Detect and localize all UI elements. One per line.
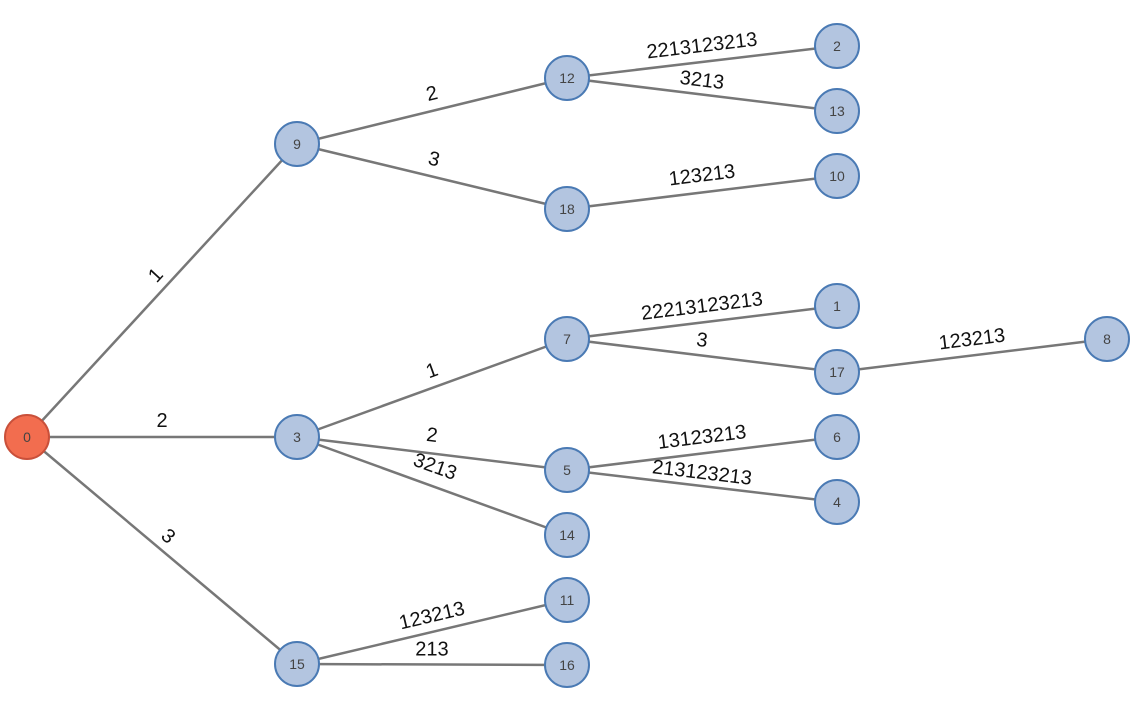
edge-label-0-9: 1: [144, 264, 168, 287]
edge-label-18-10: 123213: [668, 161, 737, 191]
node-17[interactable]: 17: [814, 349, 860, 395]
edge-12-2: [566, 44, 838, 80]
edge-label-0-3: 2: [156, 410, 167, 432]
node-label: 14: [559, 527, 575, 543]
node-label: 5: [563, 462, 571, 478]
node-label: 0: [23, 429, 31, 445]
node-label: 9: [293, 136, 301, 152]
node-label: 6: [833, 429, 841, 445]
edge-15-11: [296, 598, 568, 666]
edge-18-10: [566, 174, 838, 211]
edge-3-5: [296, 435, 568, 472]
node-2[interactable]: 2: [814, 23, 860, 69]
node-circle[interactable]: [814, 414, 860, 460]
node-label: 13: [829, 103, 845, 119]
node-circle[interactable]: [544, 512, 590, 558]
node-16[interactable]: 16: [544, 642, 590, 688]
node-label: 3: [293, 429, 301, 445]
node-label: 2: [833, 38, 841, 54]
edge-9-18: [296, 142, 568, 211]
node-label: 16: [559, 657, 575, 673]
node-circle[interactable]: [814, 23, 860, 69]
edge-label-9-12: 2: [424, 82, 440, 106]
node-13[interactable]: 13: [814, 88, 860, 134]
edge-label-15-16: 213: [415, 638, 448, 660]
edge-label-7-17: 3: [695, 329, 709, 352]
node-label: 15: [289, 656, 305, 672]
node-14[interactable]: 14: [544, 512, 590, 558]
edge-3-14: [296, 435, 568, 537]
node-9[interactable]: 9: [274, 121, 320, 167]
node-circle[interactable]: [814, 479, 860, 525]
node-label: 18: [559, 201, 575, 217]
edge-label-9-18: 3: [426, 148, 442, 172]
edge-label-7-1: 22213123213: [640, 288, 764, 325]
node-12[interactable]: 12: [544, 55, 590, 101]
node-18[interactable]: 18: [544, 186, 590, 232]
node-label: 4: [833, 494, 841, 510]
node-circle[interactable]: [274, 121, 320, 167]
node-circle[interactable]: [814, 153, 860, 199]
node-circle[interactable]: [274, 414, 320, 460]
node-5[interactable]: 5: [544, 447, 590, 493]
edge-12-13: [566, 76, 838, 113]
edge-label-3-5: 2: [425, 424, 439, 447]
node-circle[interactable]: [544, 447, 590, 493]
node-label: 1: [833, 298, 841, 314]
edge-5-6: [566, 435, 838, 472]
edge-label-15-11: 123213: [397, 598, 467, 635]
edge-0-15: [26, 436, 298, 665]
edge-15-16: [296, 662, 568, 667]
edge-label-layer: 1232322131232133213123213123213222131232…: [144, 29, 1006, 661]
node-circle[interactable]: [1084, 316, 1130, 362]
node-label: 12: [559, 70, 575, 86]
edge-7-1: [566, 304, 838, 341]
node-10[interactable]: 10: [814, 153, 860, 199]
node-label: 10: [829, 168, 845, 184]
node-15[interactable]: 15: [274, 641, 320, 687]
node-circle[interactable]: [274, 641, 320, 687]
node-0[interactable]: 0: [4, 414, 50, 460]
edge-label-3-7: 1: [423, 359, 441, 383]
node-label: 8: [1103, 331, 1111, 347]
edge-label-12-13: 3213: [679, 67, 726, 94]
node-4[interactable]: 4: [814, 479, 860, 525]
node-circle[interactable]: [544, 642, 590, 688]
node-circle[interactable]: [544, 186, 590, 232]
edge-3-7: [296, 337, 568, 439]
root-node-circle[interactable]: [4, 414, 50, 460]
node-label: 17: [829, 364, 845, 380]
edge-label-0-15: 3: [157, 525, 180, 549]
node-label: 11: [560, 592, 575, 608]
node-circle[interactable]: [814, 349, 860, 395]
node-circle[interactable]: [544, 55, 590, 101]
node-8[interactable]: 8: [1084, 316, 1130, 362]
edge-9-12: [296, 76, 568, 146]
node-11[interactable]: 11: [544, 577, 590, 623]
edge-5-4: [566, 468, 838, 504]
node-circle[interactable]: [544, 577, 590, 623]
edge-0-9: [26, 143, 298, 438]
node-6[interactable]: 6: [814, 414, 860, 460]
edge-layer: [26, 44, 1108, 667]
node-7[interactable]: 7: [544, 316, 590, 362]
edge-7-17: [566, 337, 838, 374]
node-1[interactable]: 1: [814, 283, 860, 329]
node-3[interactable]: 3: [274, 414, 320, 460]
node-label: 7: [563, 331, 571, 347]
node-circle[interactable]: [814, 283, 860, 329]
node-circle[interactable]: [814, 88, 860, 134]
edge-label-17-8: 123213: [938, 325, 1007, 355]
node-circle[interactable]: [544, 316, 590, 362]
edge-17-8: [836, 337, 1108, 374]
